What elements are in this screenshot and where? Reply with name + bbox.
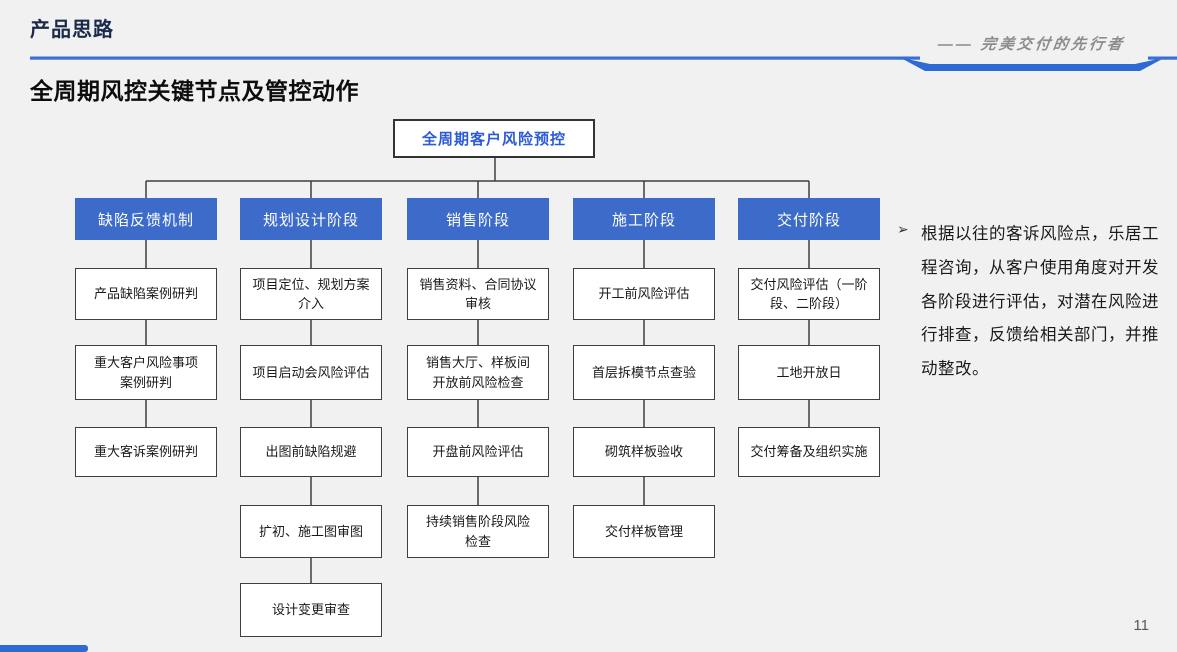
flow-node: 扩初、施工图审图 [240, 505, 382, 558]
flow-node: 项目定位、规划方案 介入 [240, 268, 382, 320]
stage-header-construction: 施工阶段 [573, 198, 715, 240]
slide-header-title: 产品思路 [30, 19, 114, 41]
flow-node: 项目启动会风险评估 [240, 345, 382, 400]
flow-node: 持续销售阶段风险 检查 [407, 505, 549, 558]
flow-node: 设计变更审查 [240, 583, 382, 637]
flow-node: 销售大厅、样板间 开放前风险检查 [407, 345, 549, 400]
stage-header-delivery: 交付阶段 [738, 198, 880, 240]
flow-node: 交付风险评估（一阶 段、二阶段） [738, 268, 880, 320]
flow-node: 重大客户风险事项 案例研判 [75, 345, 217, 400]
page-title: 全周期风控关键节点及管控动作 [30, 78, 359, 104]
stage-header-sales: 销售阶段 [407, 198, 549, 240]
flow-node: 开工前风险评估 [573, 268, 715, 320]
flow-node: 开盘前风险评估 [407, 427, 549, 477]
arrow-bullet-icon: ➢ [897, 221, 909, 237]
side-note-text: 根据以往的客诉风险点，乐居工程咨询，从客户使用角度对开发各阶段进行评估，对潜在风… [921, 225, 1159, 379]
flow-node: 首层拆模节点查验 [573, 345, 715, 400]
page-number: 11 [1133, 617, 1149, 634]
bottom-left-accent-bar [0, 645, 88, 652]
stage-header-planning-design: 规划设计阶段 [240, 198, 382, 240]
header-accent-line [30, 56, 1177, 71]
stage-header-defect-feedback: 缺陷反馈机制 [75, 198, 217, 240]
flow-node: 交付筹备及组织实施 [738, 427, 880, 477]
side-note: ➢ 根据以往的客诉风险点，乐居工程咨询，从客户使用角度对开发各阶段进行评估，对潜… [897, 218, 1169, 387]
flowchart-root-node: 全周期客户风险预控 [393, 119, 595, 158]
flow-node: 销售资料、合同协议 审核 [407, 268, 549, 320]
flow-node: 工地开放日 [738, 345, 880, 400]
flow-node: 砌筑样板验收 [573, 427, 715, 477]
flow-node: 产品缺陷案例研判 [75, 268, 217, 320]
flow-node: 交付样板管理 [573, 505, 715, 558]
flow-node: 出图前缺陷规避 [240, 427, 382, 477]
flow-node: 重大客诉案例研判 [75, 427, 217, 477]
